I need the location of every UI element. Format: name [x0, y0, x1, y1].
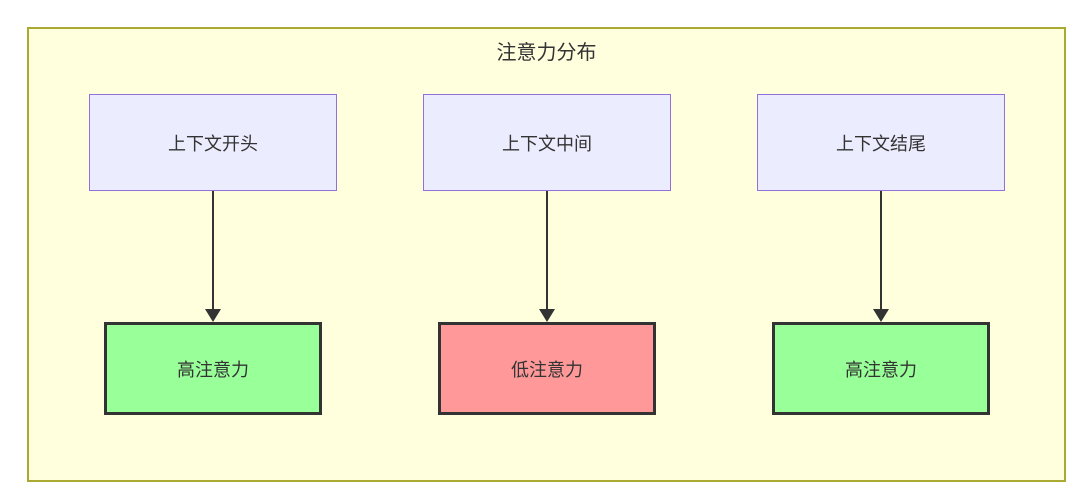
- arrow-head-icon: [873, 309, 889, 322]
- arrow-head-icon: [539, 309, 555, 322]
- flow-column-context-start: 上下文开头 高注意力: [89, 94, 337, 415]
- arrow-down-connector: [539, 191, 555, 322]
- source-node-context-end: 上下文结尾: [757, 94, 1005, 191]
- target-node-attention-2: 低注意力: [438, 322, 656, 415]
- arrow-line: [546, 191, 548, 309]
- flow-column-context-middle: 上下文中间 低注意力: [423, 94, 671, 415]
- arrow-head-icon: [205, 309, 221, 322]
- arrow-down-connector: [873, 191, 889, 322]
- arrow-line: [212, 191, 214, 309]
- arrow-line: [880, 191, 882, 309]
- source-node-context-start: 上下文开头: [89, 94, 337, 191]
- flow-column-context-end: 上下文结尾 高注意力: [757, 94, 1005, 415]
- source-node-context-middle: 上下文中间: [423, 94, 671, 191]
- diagram-frame: 注意力分布 上下文开头 高注意力 上下文中间 低注意力 上下文结尾 高注意力: [27, 27, 1066, 482]
- diagram-title: 注意力分布: [496, 42, 597, 64]
- arrow-down-connector: [205, 191, 221, 322]
- target-node-attention-3: 高注意力: [772, 322, 990, 415]
- target-node-attention-1: 高注意力: [104, 322, 322, 415]
